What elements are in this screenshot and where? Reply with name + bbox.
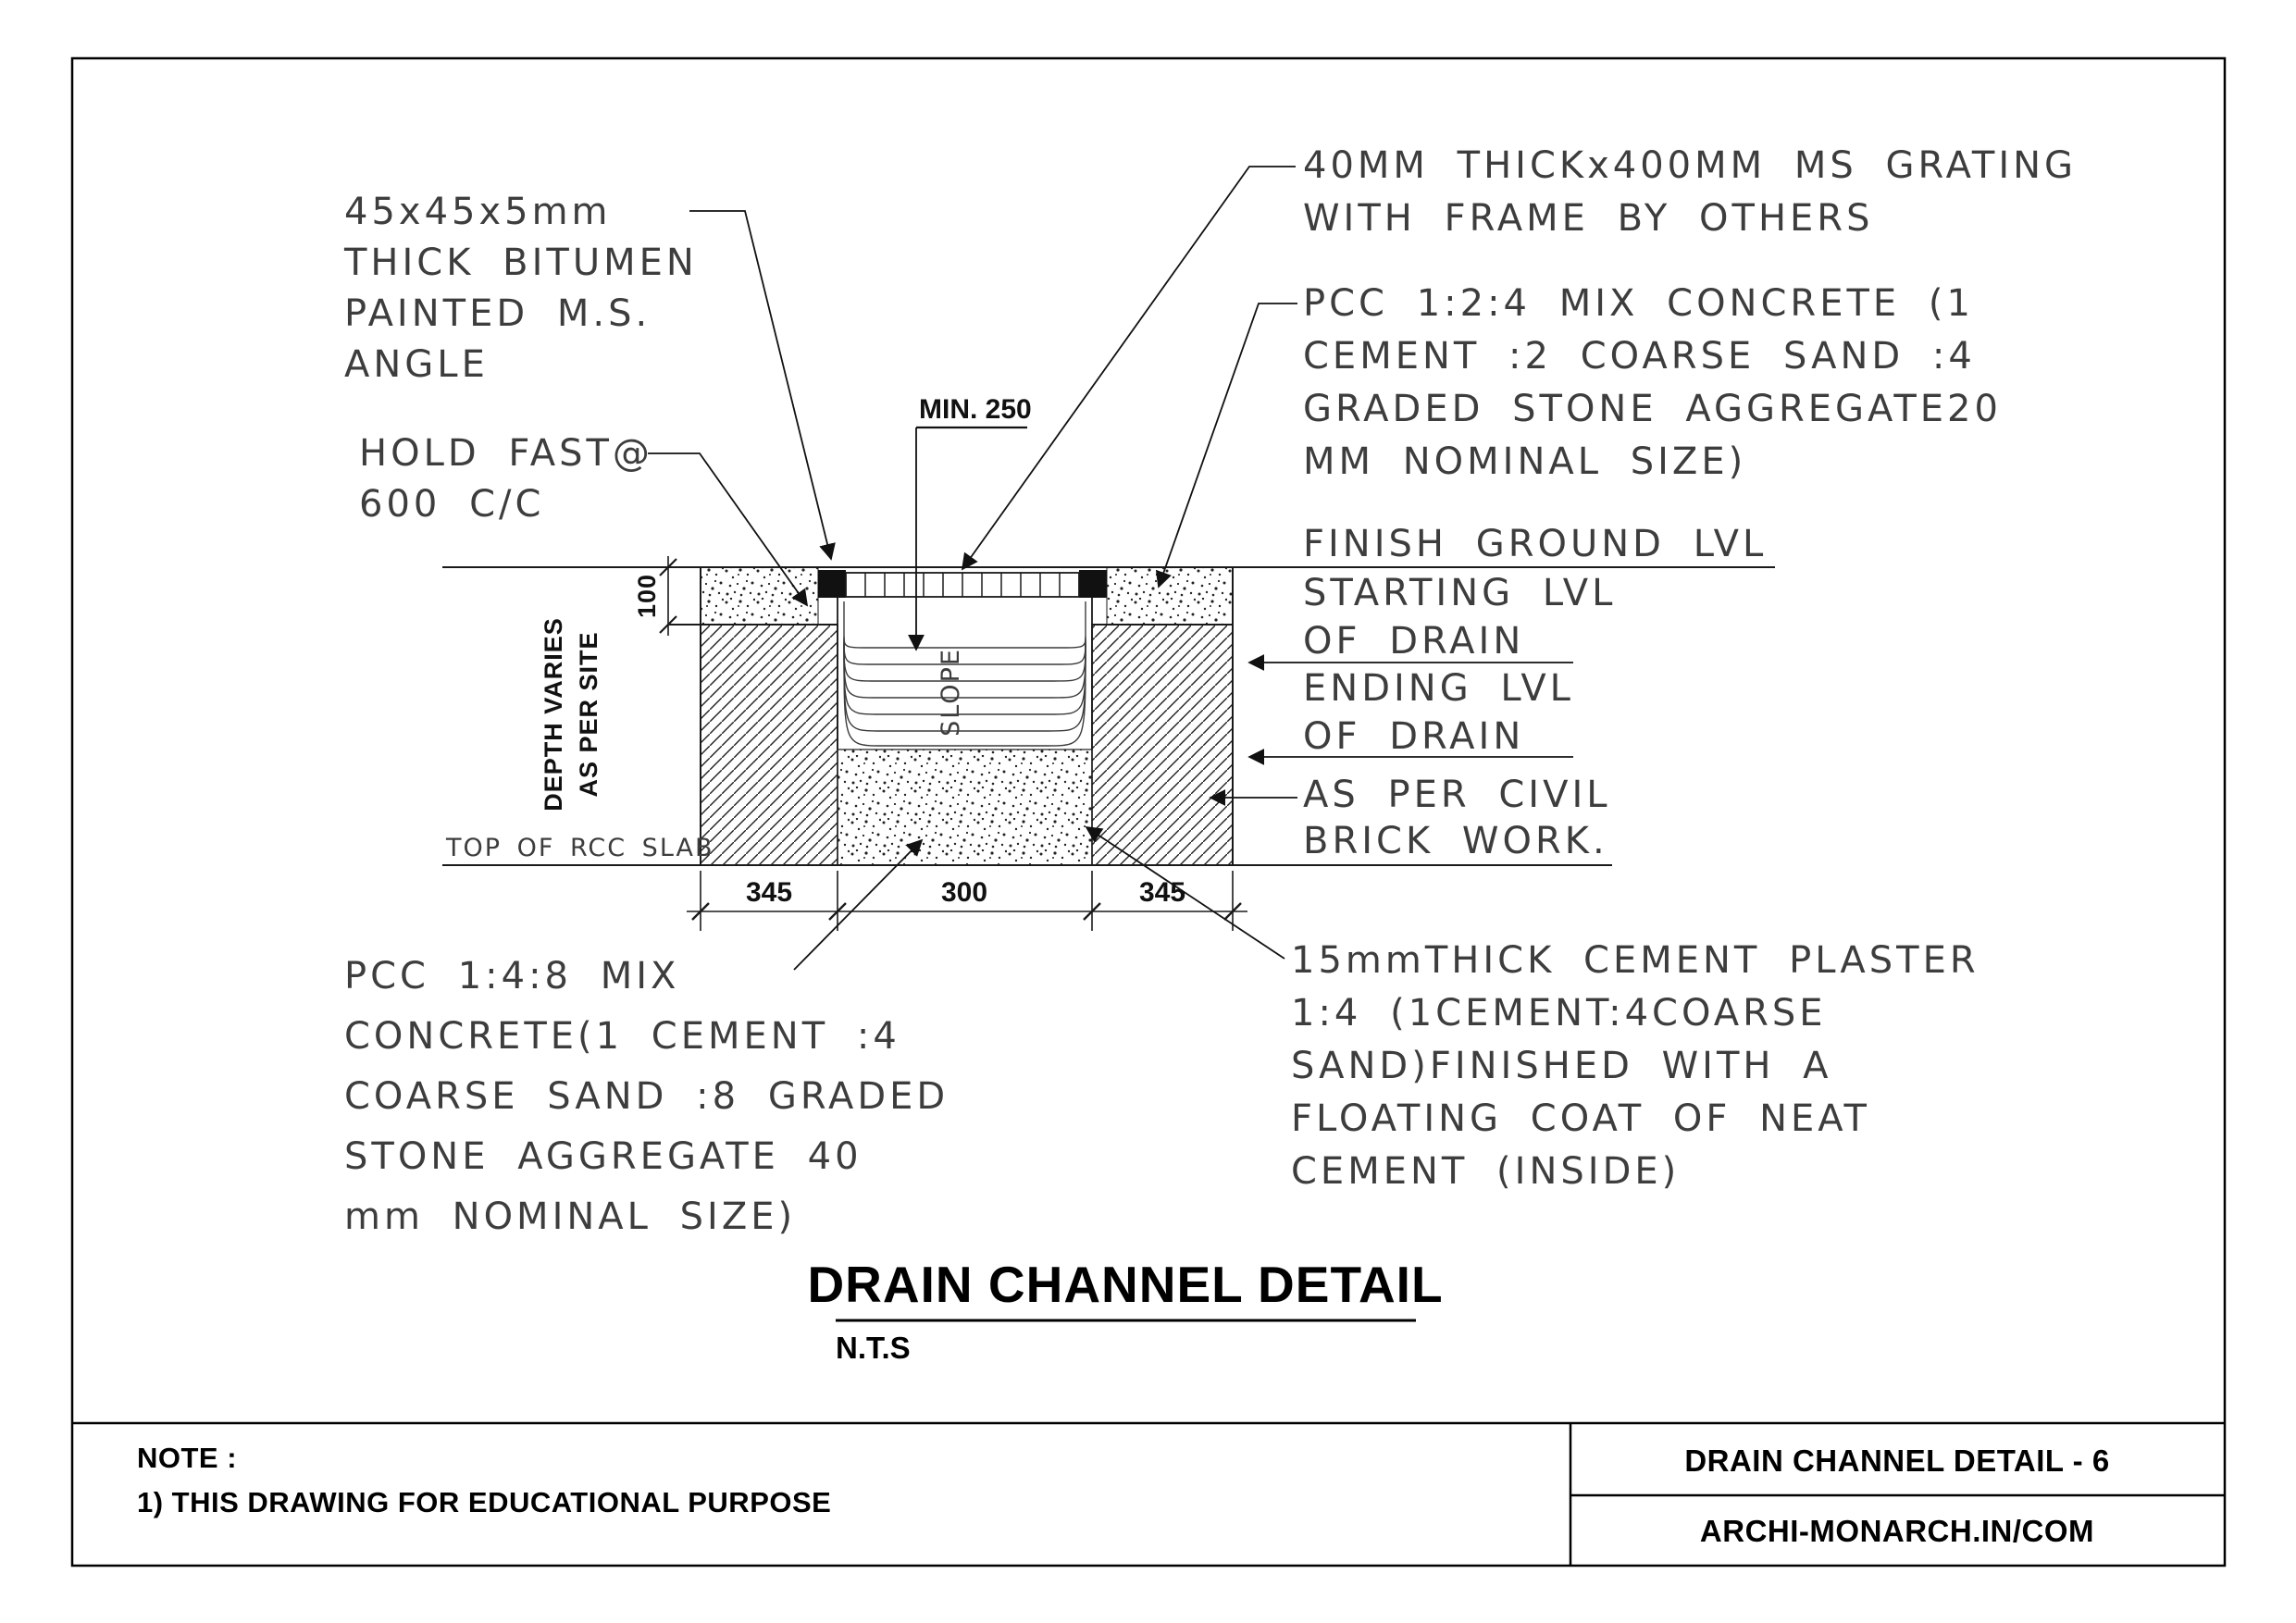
dim-100 [659, 556, 677, 636]
ms-angle-right [1079, 570, 1107, 598]
hold-fast-leader [648, 452, 809, 607]
hold-fast-label-1: HOLD FAST@ [359, 432, 653, 475]
hold-fast-label-2: 600 C/C [359, 483, 544, 526]
left-annotations: 45x45x5mm THICK BITUMEN PAINTED M.S. ANG… [343, 191, 949, 1238]
pcc-148-label-4: STONE AGGREGATE 40 [344, 1135, 863, 1178]
grating-label-2: WITH FRAME BY OTHERS [1303, 197, 1873, 240]
dim-100-label: 100 [633, 574, 661, 618]
min-250-label: MIN. 250 [919, 394, 1032, 425]
right-annotations: 40MM THICKx400MM MS GRATING WITH FRAME B… [1291, 144, 2077, 1193]
ms-angle-label-3: PAINTED M.S. [344, 292, 651, 335]
ending-lvl-label-2: OF DRAIN [1303, 715, 1524, 758]
note-label: NOTE : [137, 1442, 237, 1474]
grating-bars [864, 573, 1061, 597]
note-text: 1) THIS DRAWING FOR EDUCATIONAL PURPOSE [137, 1486, 831, 1518]
finish-ground-label: FINISH GROUND LVL [1303, 523, 1767, 565]
ms-angle-leader [689, 210, 836, 561]
dimension-ticks [691, 902, 1242, 921]
dim-300: 300 [941, 877, 987, 908]
pcc-148-label-5: mm NOMINAL SIZE) [344, 1196, 796, 1238]
plaster-label-3: SAND)FINISHED WITH A [1291, 1045, 1832, 1087]
drawing-title-group: DRAIN CHANNEL DETAIL N.T.S [807, 1256, 1443, 1365]
grating-assembly [818, 570, 1107, 598]
plaster-label-1: 15mmTHICK CEMENT PLASTER [1291, 939, 1980, 982]
section-lines [442, 566, 1775, 866]
top-of-rcc-label: TOP OF RCC SLAB [445, 834, 714, 862]
drawing-title: DRAIN CHANNEL DETAIL [807, 1256, 1443, 1313]
title-block: NOTE : 1) THIS DRAWING FOR EDUCATIONAL P… [137, 1442, 2109, 1548]
website-text: ARCHI-MONARCH.IN/COM [1700, 1514, 2094, 1548]
brick-work-label-1: AS PER CIVIL [1303, 774, 1611, 816]
grating-label-1: 40MM THICKx400MM MS GRATING [1303, 144, 2077, 187]
drawing-scale: N.T.S [836, 1331, 911, 1365]
section-fills [700, 566, 1234, 866]
width-dimensions [687, 871, 1247, 931]
pcc-148-label-3: COARSE SAND :8 GRADED [344, 1075, 949, 1118]
pcc-124-label-3: GRADED STONE AGGREGATE20 [1303, 388, 2002, 430]
slope-label: SLOPE [937, 648, 965, 737]
sheet-number-title: DRAIN CHANNEL DETAIL - 6 [1684, 1443, 2109, 1478]
pcc-124-label-2: CEMENT :2 COARSE SAND :4 [1303, 335, 1976, 378]
grating-leader [961, 166, 1296, 571]
ms-angle-label-4: ANGLE [344, 343, 489, 386]
ending-lvl-label-1: ENDING LVL [1303, 667, 1574, 710]
brick-work-label-2: BRICK WORK. [1303, 820, 1608, 862]
bottom-pcc [837, 749, 1093, 866]
starting-lvl-label-1: STARTING LVL [1303, 572, 1616, 614]
pcc-148-leader [793, 838, 924, 971]
right-brick-wall [1091, 624, 1234, 866]
pcc-124-leader [1155, 303, 1297, 588]
plaster-label-2: 1:4 (1CEMENT:4COARSE [1291, 992, 1827, 1035]
depth-varies-line1: DEPTH VARIES [540, 617, 567, 812]
pcc-124-label-1: PCC 1:2:4 MIX CONCRETE (1 [1303, 282, 1974, 325]
leader-lines [648, 166, 1573, 971]
dim-345-right: 345 [1139, 877, 1185, 908]
pcc-148-label-1: PCC 1:4:8 MIX [344, 955, 679, 997]
pcc-148-label-2: CONCRETE(1 CEMENT :4 [344, 1015, 900, 1058]
plaster-leader [1085, 826, 1285, 960]
border-rect [70, 56, 2227, 1567]
left-brick-wall [700, 624, 838, 866]
dim-345-left: 345 [746, 877, 792, 908]
top-pcc-right [1106, 566, 1234, 626]
starting-lvl-label-2: OF DRAIN [1303, 620, 1524, 663]
ms-angle-left [818, 570, 846, 598]
ms-angle-label-1: 45x45x5mm [344, 191, 612, 233]
plaster-label-5: CEMENT (INSIDE) [1291, 1150, 1680, 1193]
pcc-124-label-4: MM NOMINAL SIZE) [1303, 440, 1746, 483]
ms-angle-label-2: THICK BITUMEN [343, 242, 698, 284]
plaster-slope-lines [843, 601, 1086, 747]
plaster-label-4: FLOATING COAT OF NEAT [1291, 1097, 1870, 1140]
depth-varies-line2: AS PER SITE [575, 631, 602, 797]
sheet-border [70, 56, 2227, 1567]
